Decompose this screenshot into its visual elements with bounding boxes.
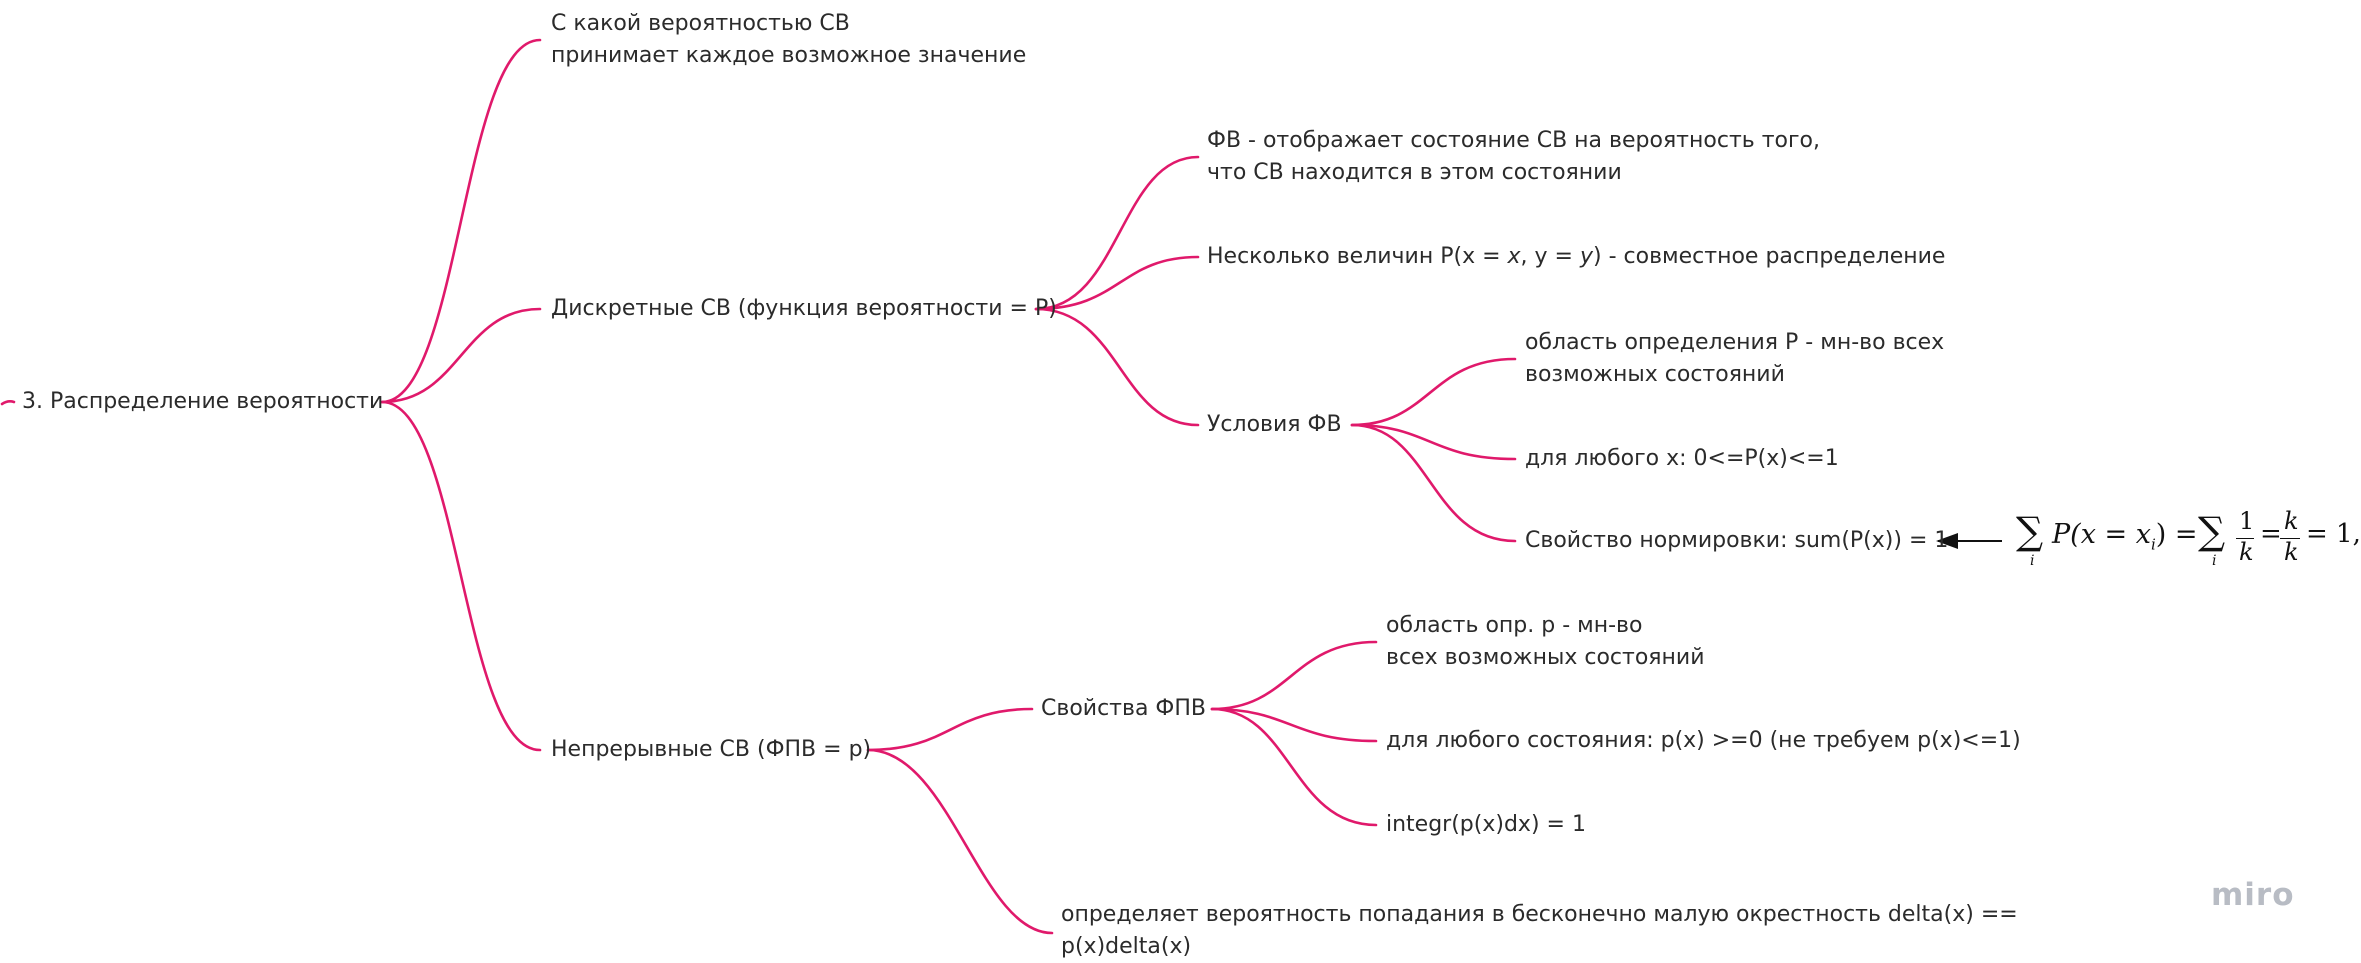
node-p-domain[interactable]: область опр. p - мн-во всех возможных со…	[1386, 610, 1705, 674]
fraction-bar-1	[2236, 538, 2254, 539]
node-normalization-label: Свойство нормировки: sum(P(x)) = 1	[1525, 528, 1949, 553]
edge-discrete-conditions	[1034, 307, 1200, 427]
node-text-line: С какой вероятностью СВ	[551, 11, 850, 36]
node-fv-conditions[interactable]: Условия ФВ	[1207, 409, 1342, 441]
node-normalization[interactable]: Свойство нормировки: sum(P(x)) = 1	[1525, 525, 1948, 557]
sum-symbol-2: ∑	[2198, 509, 2226, 553]
sum-symbol: ∑	[2016, 509, 2044, 553]
node-domain[interactable]: область определения P - мн-во всех возмо…	[1525, 327, 1944, 391]
node-integral-label: integr(p(x)dx) = 1	[1386, 812, 1586, 837]
joint-text-a: Несколько величин P(x =	[1207, 244, 1508, 269]
joint-var-y: y	[1579, 244, 1594, 269]
edge-root-stub	[0, 400, 16, 406]
node-joint-distribution[interactable]: Несколько величин P(x = x, y = y) - совм…	[1207, 241, 1945, 273]
node-integral[interactable]: integr(p(x)dx) = 1	[1386, 809, 1586, 841]
node-text-line: область определения P - мн-во всех	[1525, 330, 1945, 355]
edge-root-discrete	[380, 307, 542, 404]
sum-index-2: i	[2212, 553, 2217, 569]
node-range[interactable]: для любого x: 0<=P(x)<=1	[1525, 443, 1839, 475]
edge-root-continuous	[380, 400, 542, 752]
node-p-nonnegative[interactable]: для любого состояния: p(x) >=0 (не требу…	[1386, 725, 2021, 757]
edge-fpv-integral	[1210, 707, 1378, 827]
node-text-line: определяет вероятность попадания в беско…	[1061, 902, 2018, 927]
edge-continuous-meaning	[866, 748, 1054, 935]
joint-text-c: , y =	[1520, 244, 1580, 269]
node-continuous[interactable]: Непрерывные СВ (ФПВ = p)	[551, 734, 871, 766]
edge-discrete-joint	[1034, 255, 1200, 311]
formula-lhs-close: ) =	[2155, 519, 2198, 550]
edge-fpv-domain	[1210, 640, 1378, 711]
fraction-denominator-2: k	[2284, 538, 2299, 566]
fraction-denominator-1: k	[2239, 538, 2254, 566]
arrow-left-icon	[1936, 533, 2002, 549]
edge-discrete-fv	[1034, 155, 1200, 311]
node-fpv-properties[interactable]: Свойства ФПВ	[1041, 693, 1206, 725]
edge-root-prob	[380, 38, 542, 404]
fraction-numerator-2: k	[2284, 507, 2299, 535]
fraction-numerator-1: 1	[2239, 507, 2255, 535]
root-topic-label: 3. Распределение вероятности	[22, 389, 384, 414]
node-text-line: возможных состояний	[1525, 362, 1785, 387]
node-text-line: p(x)delta(x)	[1061, 934, 1192, 959]
miro-logo: miro	[2211, 877, 2295, 913]
formula-eq: =	[2260, 519, 2282, 549]
node-fpv-properties-label: Свойства ФПВ	[1041, 696, 1207, 721]
node-text-line: принимает каждое возможное значение	[551, 43, 1027, 68]
node-range-label: для любого x: 0<=P(x)<=1	[1525, 446, 1839, 471]
node-continuous-label: Непрерывные СВ (ФПВ = p)	[551, 737, 872, 762]
edge-conditions-range	[1350, 423, 1517, 461]
node-discrete[interactable]: Дискретные СВ (функция вероятности = P)	[551, 293, 1057, 325]
sum-index: i	[2030, 553, 2035, 569]
formula-lhs: P(x = xi) =	[2052, 519, 2198, 553]
node-density-meaning[interactable]: определяет вероятность попадания в беско…	[1061, 899, 2018, 963]
fraction-bar-2	[2280, 538, 2300, 539]
node-text-line: область опр. p - мн-во	[1386, 613, 1643, 638]
edge-conditions-domain	[1350, 357, 1517, 427]
node-discrete-label: Дискретные СВ (функция вероятности = P)	[551, 296, 1057, 321]
formula-tail: = 1,	[2306, 519, 2361, 549]
root-topic[interactable]: 3. Распределение вероятности	[22, 386, 383, 418]
node-fv-definition[interactable]: ФВ - отображает состояние СВ на вероятно…	[1207, 125, 1820, 189]
edge-fpv-nonneg	[1210, 707, 1378, 743]
joint-var-x: x	[1507, 244, 1521, 269]
node-text-line: что СВ находится в этом состоянии	[1207, 160, 1622, 185]
formula-lhs-text: P(x = x	[2052, 519, 2151, 550]
node-fv-conditions-label: Условия ФВ	[1207, 412, 1342, 437]
joint-text-e: ) - совместное распределение	[1593, 244, 1946, 269]
node-probability-per-value[interactable]: С какой вероятностью СВ принимает каждое…	[551, 8, 1026, 72]
formula-lhs-sub: i	[2150, 535, 2156, 554]
edge-conditions-norm	[1350, 423, 1517, 543]
edge-continuous-fpv	[866, 707, 1034, 752]
node-text-line: ФВ - отображает состояние СВ на вероятно…	[1207, 128, 1821, 153]
node-text-line: всех возможных состояний	[1386, 645, 1705, 670]
node-p-nonnegative-label: для любого состояния: p(x) >=0 (не требу…	[1386, 728, 2021, 753]
